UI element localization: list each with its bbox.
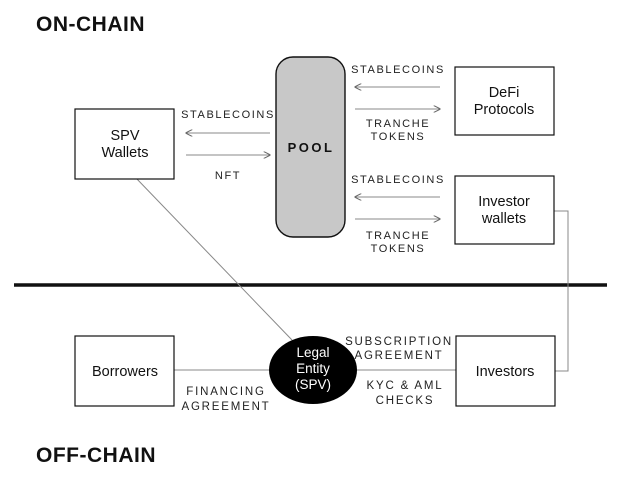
on-chain-title: ON-CHAIN: [36, 13, 145, 36]
label-defi-tranche-1: TRANCHE: [366, 118, 430, 130]
defi-node: [454, 66, 555, 136]
label-kyc-2: CHECKS: [376, 395, 435, 407]
spv-wallets-label-1: SPV: [110, 128, 139, 144]
legal-entity-node: [269, 336, 357, 404]
label-inv-tranche-2: TOKENS: [371, 243, 426, 255]
label-kyc-1: KYC & AML: [367, 380, 444, 392]
label-subscription-1: SUBSCRIPTION: [345, 336, 453, 348]
investor-wallets-node: [454, 175, 555, 245]
label-financing-1: FINANCING: [186, 386, 265, 398]
investor-wallets-label-2: wallets: [481, 211, 526, 227]
spv-to-entity-line: [135, 177, 293, 341]
label-financing-2: AGREEMENT: [181, 401, 270, 413]
label-spv-stablecoins: STABLECOINS: [181, 109, 275, 121]
investors-label: Investors: [476, 364, 535, 380]
off-chain-title: OFF-CHAIN: [36, 444, 156, 467]
pool-label: POOL: [288, 140, 335, 155]
defi-label-1: DeFi: [489, 85, 520, 101]
label-subscription-2: AGREEMENT: [354, 350, 443, 362]
spv-wallets-node: [74, 108, 175, 180]
label-spv-nft: NFT: [215, 170, 241, 182]
label-inv-tranche-1: TRANCHE: [366, 230, 430, 242]
label-inv-stablecoins: STABLECOINS: [351, 174, 445, 186]
label-defi-tranche-2: TOKENS: [371, 131, 426, 143]
legal-entity-label-1: Legal: [296, 345, 329, 360]
defi-label-2: Protocols: [474, 102, 534, 118]
label-defi-stablecoins: STABLECOINS: [351, 64, 445, 76]
pool-node: [275, 56, 346, 238]
investors-node: [455, 335, 556, 407]
legal-entity-label-3: (SPV): [295, 377, 331, 392]
spv-wallets-label-2: Wallets: [102, 145, 149, 161]
borrowers-label: Borrowers: [92, 364, 158, 380]
investor-wallets-label-1: Investor: [478, 194, 530, 210]
borrowers-node: [74, 335, 175, 407]
legal-entity-label-2: Entity: [296, 361, 330, 376]
